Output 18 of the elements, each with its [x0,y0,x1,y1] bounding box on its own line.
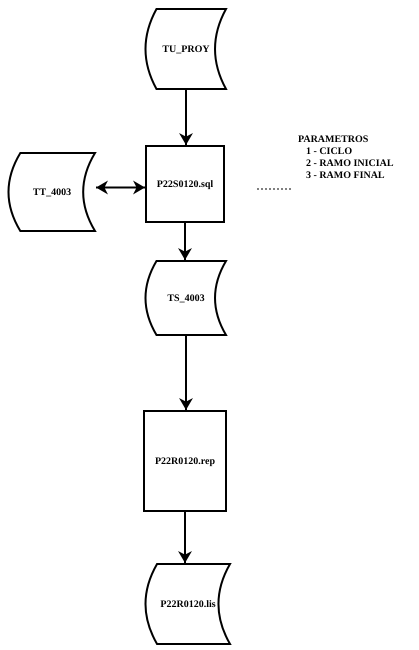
parameter-item: 1 - CICLO [305,146,352,158]
node-label: P22R0120.rep [154,456,216,466]
node-label: P22S0120.sql [156,178,214,190]
parameter-item: 2 - RAMO INICIAL [305,158,394,170]
node-label: TU_PROY [162,44,210,54]
node-label: TS_4003 [167,292,205,304]
arrow [180,90,192,145]
arrow [179,512,191,563]
arrow [96,182,145,194]
parameter-item: 3 - RAMO FINAL [305,170,385,182]
node-label: P22R0120.lis [160,598,216,610]
arrow [180,336,192,410]
dotted-connector [256,188,292,190]
parameter-heading: PARAMETROS [298,134,368,146]
process-box [145,145,225,223]
arrow [179,223,191,260]
process-box [143,410,227,512]
node-label: TT_4003 [32,186,72,198]
